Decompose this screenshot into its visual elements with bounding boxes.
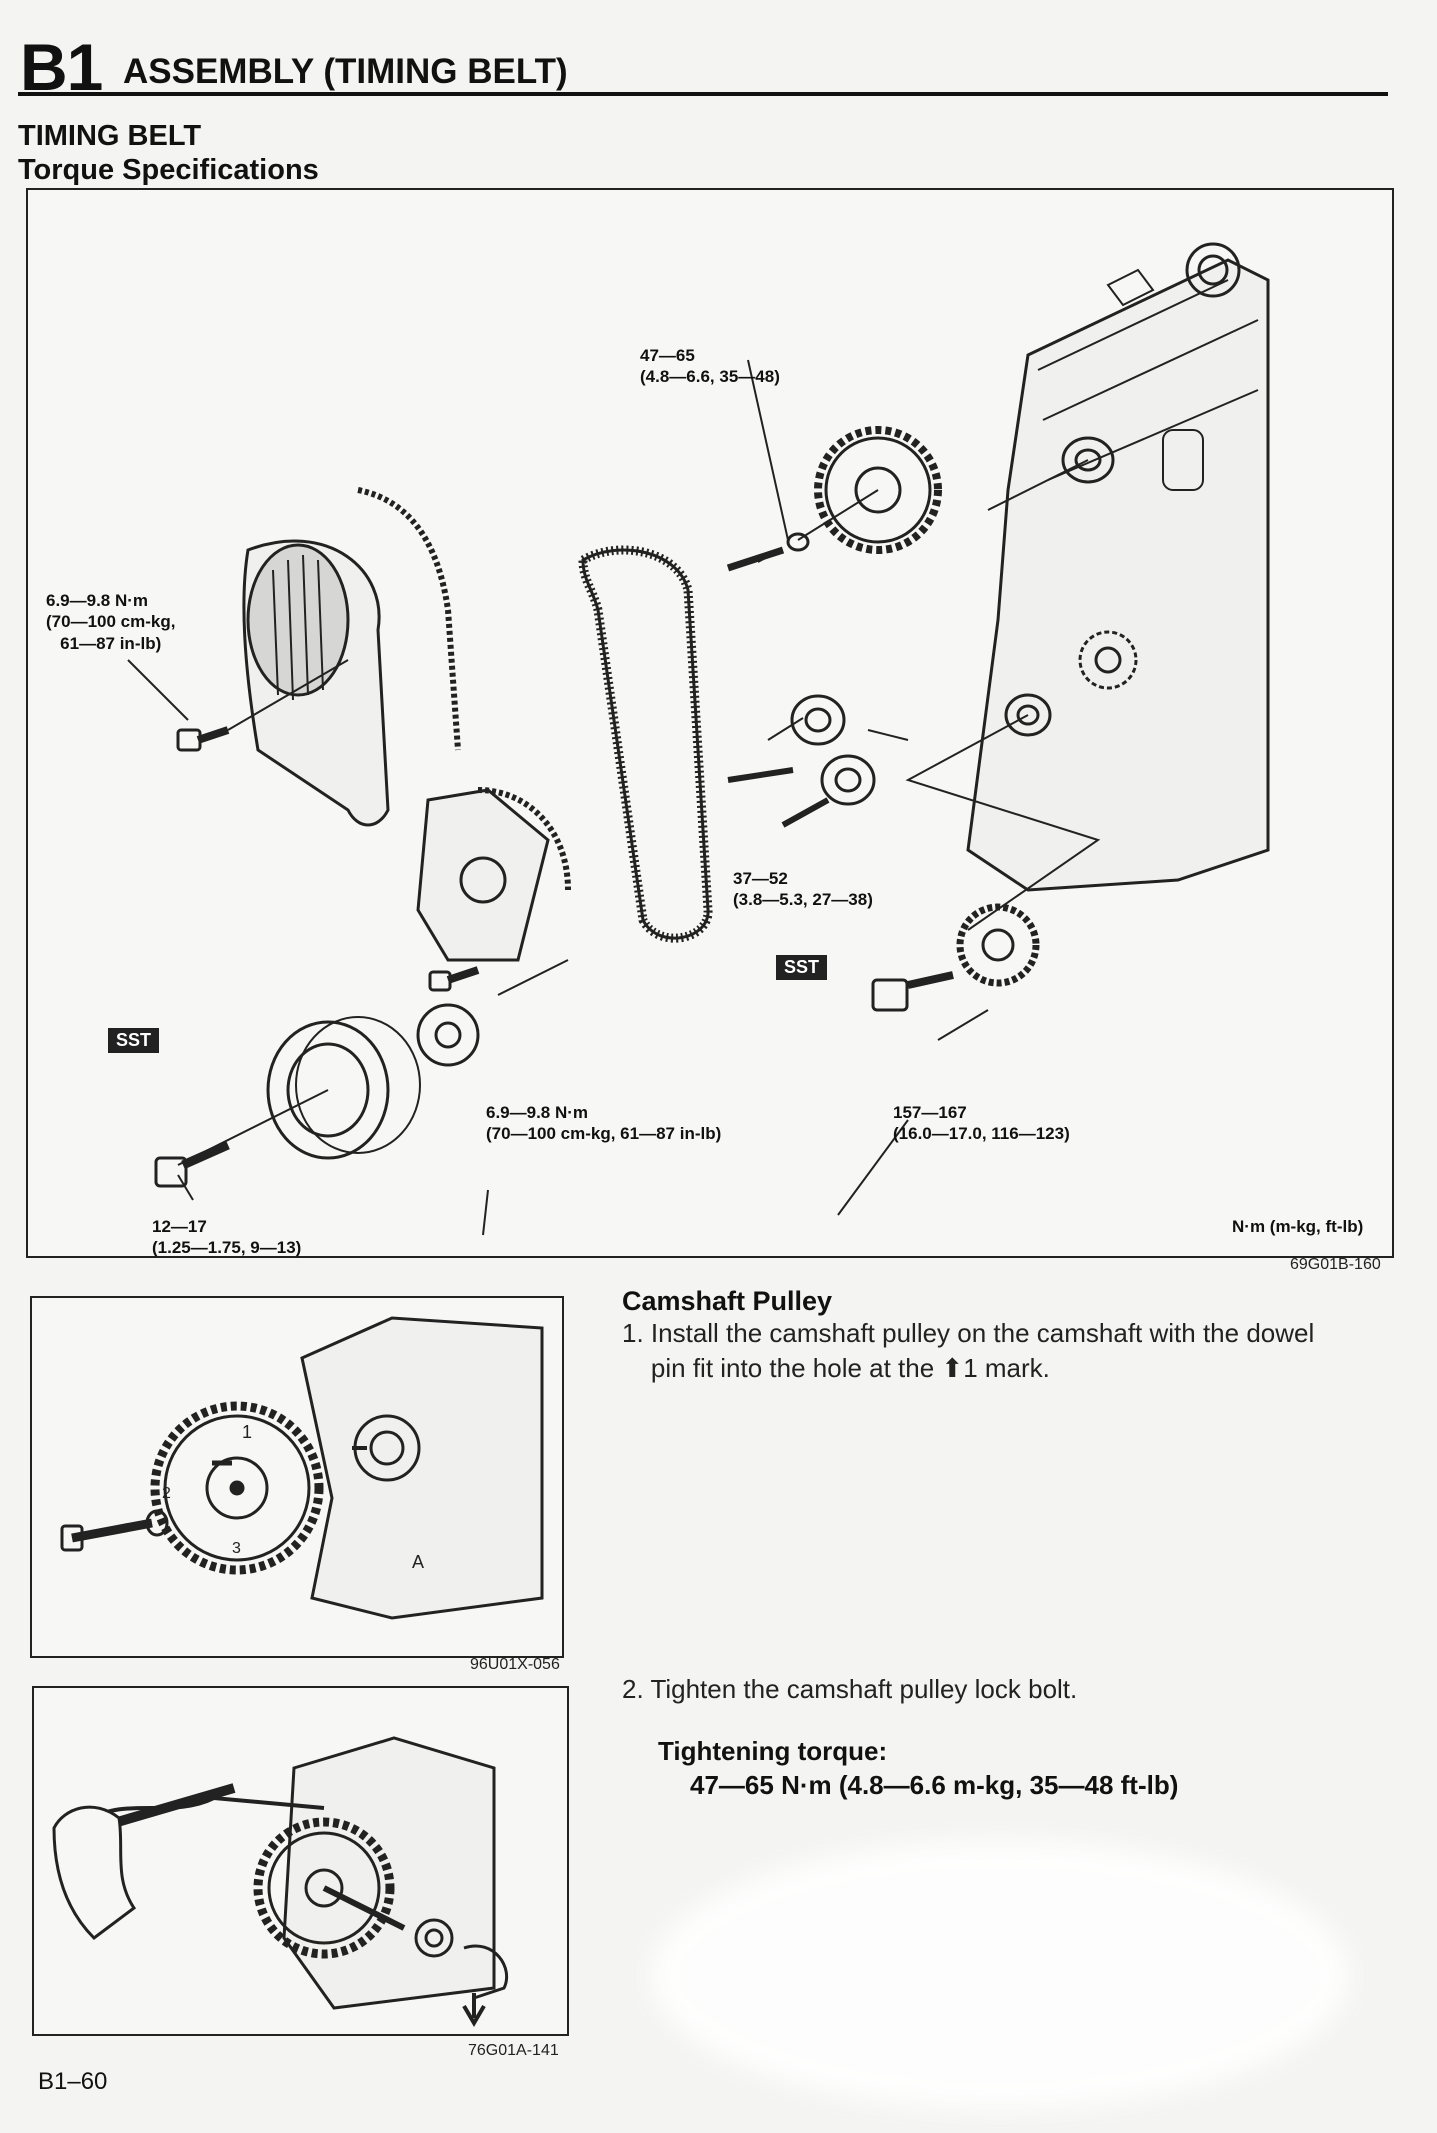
sst-badge-crank: SST <box>776 955 828 980</box>
svg-text:2: 2 <box>162 1485 171 1502</box>
callout-cam-bolt-torque: 47—65 (4.8—6.6, 35—48) <box>640 346 780 387</box>
main-figure-code: 69G01B-160 <box>1290 1256 1381 1273</box>
erased-area <box>650 1840 1350 2110</box>
camshaft-pulley-drawing: 1 2 3 A <box>60 1316 544 1620</box>
fig2-code: 76G01A-141 <box>468 2042 559 2059</box>
camshaft-pulley-install-figure: 1 2 3 A <box>30 1296 564 1658</box>
subtitle-torque-specs: Torque Specifications <box>18 154 319 186</box>
tightening-torque-value: 47—65 N·m (4.8—6.6 m-kg, 35—48 ft-lb) <box>690 1770 1179 1800</box>
timing-belt-exploded-diagram: 47—65 (4.8—6.6, 35—48) 6.9—9.8 N·m (70—1… <box>26 188 1394 1258</box>
callout-pulley-bolt-torque: 12—17 (1.25—1.75, 9—13) <box>152 1217 302 1258</box>
svg-text:3: 3 <box>232 1540 241 1557</box>
header-rule <box>18 92 1388 96</box>
svg-text:A: A <box>412 1552 424 1572</box>
section-code: B1 <box>20 30 103 104</box>
exploded-view-drawing <box>127 242 1270 1236</box>
fig1-code: 96U01X-056 <box>470 1656 560 1673</box>
callout-crank-bolt-torque: 157—167 (16.0—17.0, 116—123) <box>893 1103 1070 1144</box>
lock-bolt-drawing <box>52 1736 509 2027</box>
subtitle-timing-belt: TIMING BELT <box>18 120 202 152</box>
callout-upper-cover-bolt-torque: 6.9—9.8 N·m (70—100 cm-kg, 61—87 in-lb) <box>46 591 176 653</box>
step-2-text: 2. Tighten the camshaft pulley lock bolt… <box>622 1674 1078 1704</box>
page-number: B1–60 <box>38 2068 108 2095</box>
units-note: N·m (m-kg, ft-lb) <box>1232 1217 1364 1236</box>
svg-text:1: 1 <box>242 1422 252 1442</box>
camshaft-pulley-heading: Camshaft Pulley <box>622 1286 833 1316</box>
step-1-text: 1. Install the camshaft pulley on the ca… <box>622 1318 1315 1384</box>
tightening-torque-label: Tightening torque: <box>658 1736 888 1766</box>
sst-badge-pulley: SST <box>108 1028 160 1053</box>
callout-tensioner-bolt-torque: 37—52 (3.8—5.3, 27—38) <box>733 869 873 910</box>
pulley-lock-bolt-figure <box>32 1686 569 2036</box>
callout-lower-cover-bolt-torque: 6.9—9.8 N·m (70—100 cm-kg, 61—87 in-lb) <box>486 1103 722 1144</box>
section-title: ASSEMBLY (TIMING BELT) <box>123 52 568 91</box>
